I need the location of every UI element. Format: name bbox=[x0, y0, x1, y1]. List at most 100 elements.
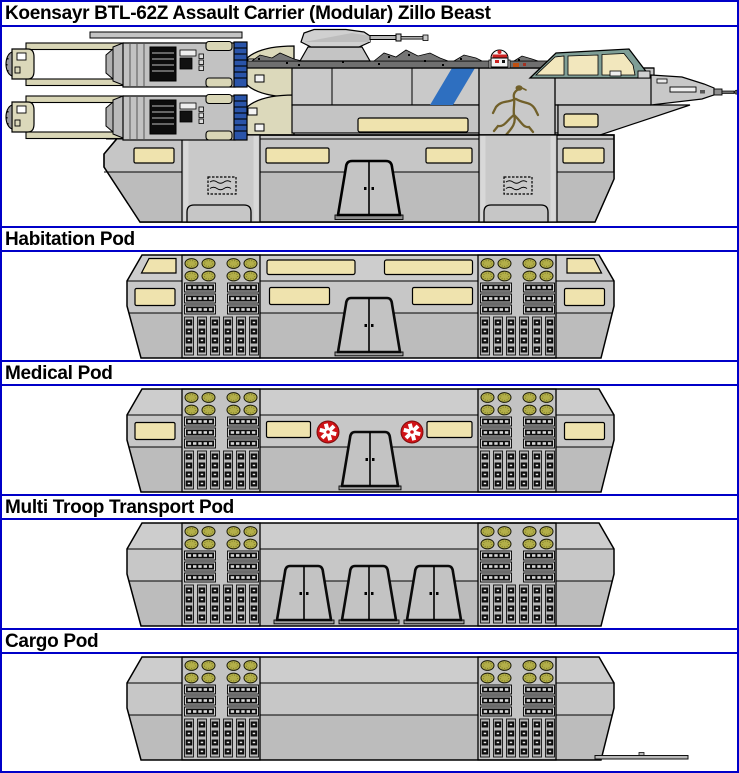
porthole bbox=[497, 404, 512, 416]
turret-gun-barrel bbox=[369, 33, 429, 42]
ladder-track bbox=[223, 718, 233, 758]
porthole bbox=[201, 672, 216, 684]
mid-window bbox=[265, 420, 312, 439]
nose-section bbox=[609, 70, 737, 106]
porthole bbox=[539, 672, 554, 684]
ladder-track bbox=[506, 316, 516, 356]
porthole bbox=[522, 258, 537, 269]
ladder-track bbox=[545, 718, 555, 758]
ladder-track bbox=[519, 316, 529, 356]
ladder-track bbox=[236, 316, 246, 356]
medical-symbol bbox=[316, 420, 340, 444]
pod-door bbox=[334, 296, 404, 357]
window-strip bbox=[266, 259, 356, 276]
ladder-track bbox=[519, 450, 529, 490]
mtt-pod-drawing bbox=[2, 520, 737, 630]
ladder-track bbox=[545, 450, 555, 490]
porthole bbox=[226, 404, 241, 416]
porthole bbox=[226, 392, 241, 403]
ladder-track bbox=[519, 584, 529, 624]
porthole bbox=[497, 258, 512, 269]
porthole bbox=[522, 538, 537, 550]
porthole bbox=[497, 526, 512, 537]
ladder-track bbox=[545, 584, 555, 624]
ladder-track bbox=[532, 718, 542, 758]
pod-side-view-cargo bbox=[126, 656, 689, 761]
porthole bbox=[539, 404, 554, 416]
porthole bbox=[522, 270, 537, 282]
pod-detail-panel bbox=[181, 522, 261, 627]
medical-pod-drawing bbox=[2, 386, 737, 496]
ladder-track bbox=[184, 316, 194, 356]
ladder-track bbox=[480, 718, 490, 758]
porthole bbox=[497, 392, 512, 403]
porthole bbox=[184, 672, 199, 684]
pod-side-view-habitation bbox=[126, 254, 615, 359]
ladder-track bbox=[236, 718, 246, 758]
porthole bbox=[480, 258, 495, 269]
pod-detail-panel bbox=[477, 254, 557, 359]
pod-door bbox=[338, 430, 402, 491]
ladder-track bbox=[506, 718, 516, 758]
ladder-track bbox=[184, 718, 194, 758]
assault-carrier-side-view bbox=[5, 28, 737, 223]
porthole bbox=[243, 404, 258, 416]
hull-window-strip bbox=[357, 117, 469, 133]
cap-window bbox=[563, 421, 606, 441]
ladder-track bbox=[480, 584, 490, 624]
cap-window bbox=[134, 287, 176, 307]
engine-nacelle-top bbox=[5, 40, 248, 88]
main-ship-drawing bbox=[2, 27, 737, 228]
ladder-track bbox=[197, 316, 207, 356]
medical-symbol bbox=[400, 420, 424, 444]
ladder-track bbox=[249, 316, 259, 356]
section-label-mtt: Multi Troop Transport Pod bbox=[2, 496, 737, 520]
porthole bbox=[522, 392, 537, 403]
ladder-track bbox=[184, 450, 194, 490]
nose-probe bbox=[713, 88, 737, 96]
cap-window bbox=[566, 257, 603, 274]
ladder-track bbox=[236, 450, 246, 490]
porthole bbox=[243, 672, 258, 684]
ladder-track bbox=[493, 718, 503, 758]
ladder-track bbox=[506, 584, 516, 624]
mid-window bbox=[411, 286, 474, 306]
ladder-track bbox=[519, 718, 529, 758]
habitation-pod-drawing bbox=[2, 252, 737, 362]
section-label-habitation: Habitation Pod bbox=[2, 228, 737, 252]
ladder-track bbox=[532, 316, 542, 356]
pod-connector-strut bbox=[478, 134, 558, 223]
cap-window bbox=[140, 257, 177, 274]
ladder-track bbox=[480, 450, 490, 490]
cap-window bbox=[563, 287, 606, 307]
zillo-beast-panel bbox=[478, 67, 556, 147]
porthole bbox=[226, 538, 241, 550]
porthole bbox=[480, 404, 495, 416]
astromech-droid bbox=[488, 49, 511, 69]
porthole bbox=[539, 258, 554, 269]
ladder-track bbox=[210, 584, 220, 624]
section-label-cargo: Cargo Pod bbox=[2, 630, 737, 654]
porthole bbox=[480, 270, 495, 282]
pod-detail-panel bbox=[181, 254, 261, 359]
porthole bbox=[201, 258, 216, 269]
porthole bbox=[201, 660, 216, 671]
cargo-pod-drawing bbox=[2, 654, 737, 764]
porthole bbox=[184, 660, 199, 671]
ladder-track bbox=[249, 718, 259, 758]
pod-door bbox=[273, 564, 335, 625]
porthole bbox=[201, 392, 216, 403]
porthole bbox=[497, 672, 512, 684]
porthole bbox=[226, 270, 241, 282]
porthole bbox=[539, 392, 554, 403]
porthole bbox=[184, 538, 199, 550]
porthole bbox=[184, 526, 199, 537]
ladder-track bbox=[480, 316, 490, 356]
porthole bbox=[184, 258, 199, 269]
pod-detail-panel bbox=[477, 388, 557, 493]
ladder-track bbox=[236, 584, 246, 624]
pod-side-view-medical bbox=[126, 388, 615, 493]
porthole bbox=[243, 258, 258, 269]
pod-door bbox=[338, 564, 400, 625]
